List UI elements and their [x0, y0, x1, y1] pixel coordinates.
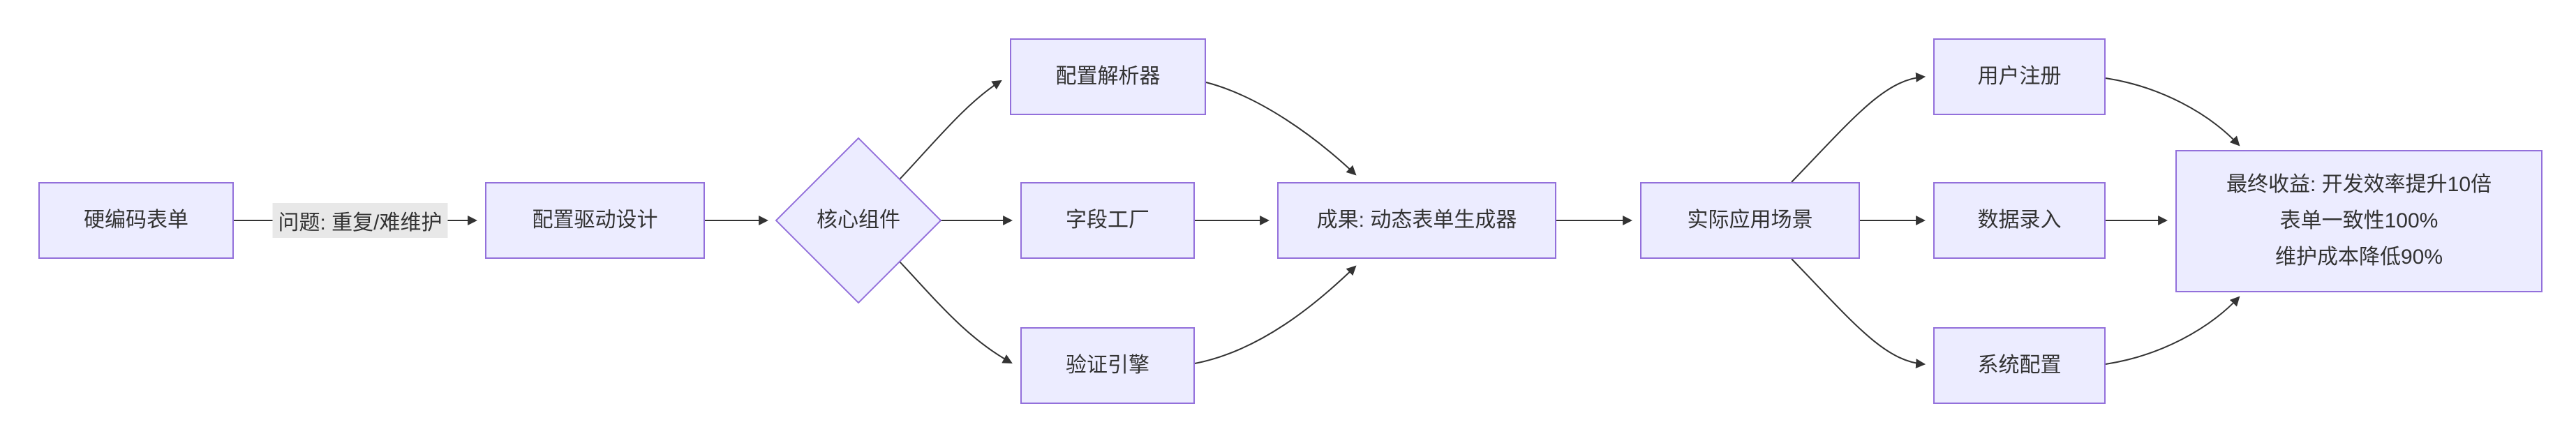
node-result-generator: 成果: 动态表单生成器	[1277, 182, 1556, 259]
final-benefits-line-2: 表单一致性100%	[2279, 209, 2439, 232]
node-config-parser: 配置解析器	[1010, 38, 1206, 115]
node-field-factory: 字段工厂	[1020, 182, 1195, 259]
edge-core-to-parser	[899, 80, 1002, 180]
edge-label-problem: 问题: 重复/难维护	[272, 203, 448, 238]
edge-scenarios-to-registration	[1791, 72, 1926, 183]
diamond-core-components-shape	[775, 137, 942, 304]
node-core-components: 核心组件	[817, 209, 900, 232]
edge-parser-to-result	[1205, 82, 1357, 176]
final-benefits-line-1: 最终收益: 开发效率提升10倍	[2226, 173, 2492, 196]
edge-sysconfig-to-benefits	[2105, 296, 2240, 365]
node-final-benefits: 最终收益: 开发效率提升10倍 表单一致性100% 维护成本降低90%	[2175, 150, 2543, 292]
node-hardcoded-form: 硬编码表单	[38, 182, 234, 259]
node-config-driven-design: 配置驱动设计	[485, 182, 705, 259]
node-validation-engine: 验证引擎	[1020, 327, 1195, 404]
final-benefits-line-3: 维护成本降低90%	[2275, 246, 2443, 269]
edge-validation-to-result	[1194, 265, 1357, 364]
node-system-config: 系统配置	[1933, 327, 2106, 404]
node-data-entry: 数据录入	[1933, 182, 2106, 259]
edge-core-to-validation	[899, 261, 1013, 364]
node-application-scenarios: 实际应用场景	[1640, 182, 1860, 259]
edge-scenarios-to-sysconfig	[1791, 258, 1926, 369]
edge-registration-to-benefits	[2105, 77, 2240, 147]
node-user-registration: 用户注册	[1933, 38, 2106, 115]
